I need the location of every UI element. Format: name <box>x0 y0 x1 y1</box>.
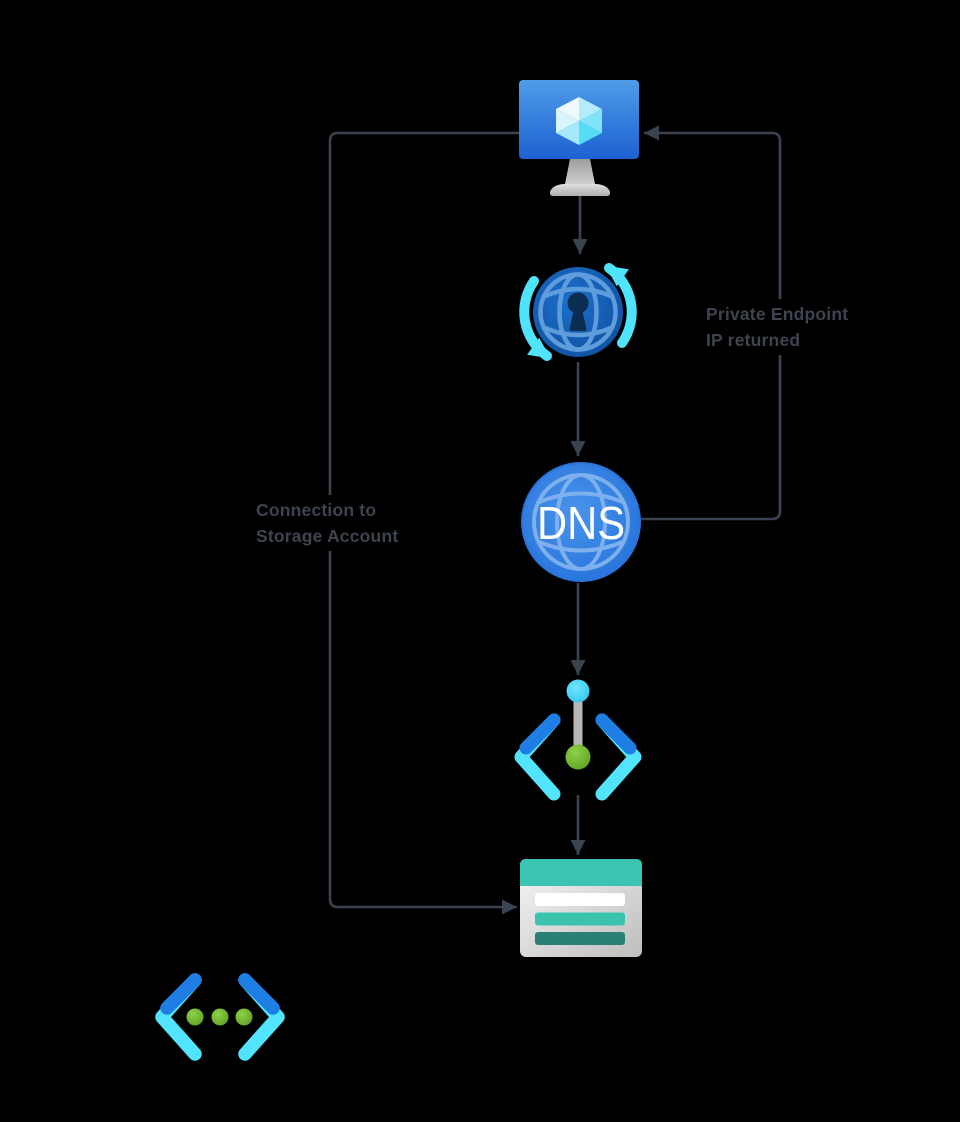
label-line: IP returned <box>706 330 801 350</box>
endpoint-green-dot <box>565 744 591 770</box>
private-link-service-icon <box>155 973 285 1061</box>
service-dots <box>186 1008 253 1026</box>
left-bracket-icon <box>514 713 561 801</box>
refresh-arrows-icon <box>519 263 637 361</box>
label-line: Storage Account <box>256 526 399 546</box>
dns-meridians <box>532 473 630 571</box>
left-bracket-icon <box>155 973 202 1061</box>
endpoint-stem <box>573 691 583 757</box>
label-line: Connection to <box>256 500 377 520</box>
right-bracket-icon <box>595 713 642 801</box>
monitor-stand-neck <box>565 159 595 184</box>
monitor-stand-base <box>550 184 610 196</box>
storage-row-teal <box>535 912 625 926</box>
endpoint-cyan-dot <box>566 679 590 703</box>
virtual-machine-icon <box>519 80 639 196</box>
connection-to-storage-label: Connection to Storage Account <box>256 495 408 551</box>
vm-cube-icon <box>556 97 602 145</box>
globe-meridians <box>538 272 618 352</box>
right-bracket-icon <box>238 973 285 1061</box>
private-endpoint-icon <box>514 679 642 801</box>
dns-icon: DNS <box>521 462 641 582</box>
private-link-icon <box>519 263 637 361</box>
dns-text: DNS <box>537 497 625 549</box>
storage-header <box>520 859 642 886</box>
label-line: Private Endpoint <box>706 304 849 324</box>
storage-account-icon <box>520 859 642 957</box>
private-endpoint-ip-label: Private Endpoint IP returned <box>706 299 858 355</box>
keyhole-icon <box>567 292 589 331</box>
dns-sphere <box>521 462 641 582</box>
storage-row-dark-teal <box>535 932 625 945</box>
storage-row-white <box>535 893 625 906</box>
